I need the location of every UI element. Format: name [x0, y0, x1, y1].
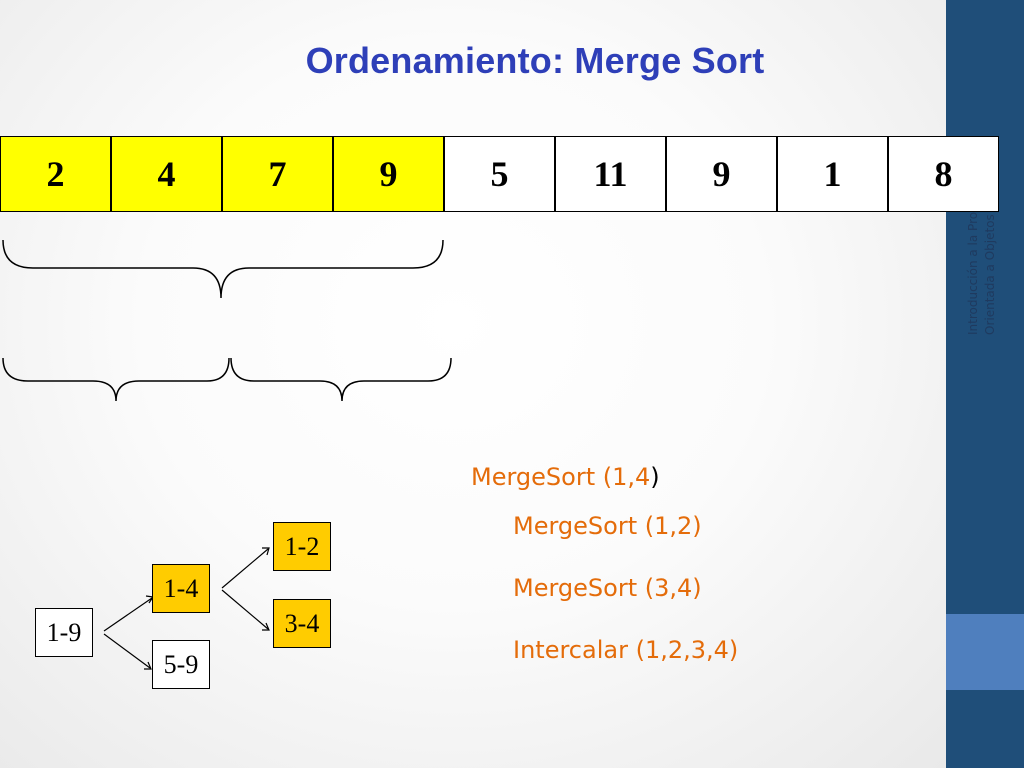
tree-edge-left-leftright [221, 589, 270, 631]
tree-node-left: 1-4 [152, 564, 210, 613]
tree-node-root: 1-9 [35, 608, 93, 657]
tree-edge-root-right [103, 633, 152, 670]
call-mergesort-3-4: MergeSort (3,4) [513, 574, 702, 602]
array-cell: 5 [444, 136, 555, 212]
call-intercalar: Intercalar (1,2,3,4) [513, 636, 739, 664]
diagram-lines [2, 239, 452, 670]
array-cell: 2 [0, 136, 111, 212]
call-mergesort-1-2: MergeSort (1,2) [513, 512, 702, 540]
brace-1-2 [2, 357, 230, 402]
array-cell: 4 [111, 136, 222, 212]
array-cell: 9 [333, 136, 444, 212]
tree-node-left-right: 3-4 [273, 599, 331, 648]
array-cell: 8 [888, 136, 999, 212]
call-mergesort-1-4-paren: ) [650, 463, 660, 491]
array-cell: 11 [555, 136, 666, 212]
tree-edge-root-left [103, 595, 155, 632]
array-cell: 1 [777, 136, 888, 212]
tree-edge-left-leftleft [221, 547, 270, 589]
array-cell: 7 [222, 136, 333, 212]
brace-1-4 [2, 239, 444, 299]
call-mergesort-1-4-text: MergeSort (1,4 [471, 463, 651, 491]
slide-title: Ordenamiento: Merge Sort [305, 40, 765, 81]
tree-node-right: 5-9 [152, 640, 210, 689]
array-cell: 9 [666, 136, 777, 212]
call-mergesort-1-4: MergeSort (1,4) [471, 463, 660, 491]
sidebar-accent-band [946, 614, 1024, 690]
tree-node-left-left: 1-2 [273, 522, 331, 571]
brace-3-4 [230, 357, 452, 402]
